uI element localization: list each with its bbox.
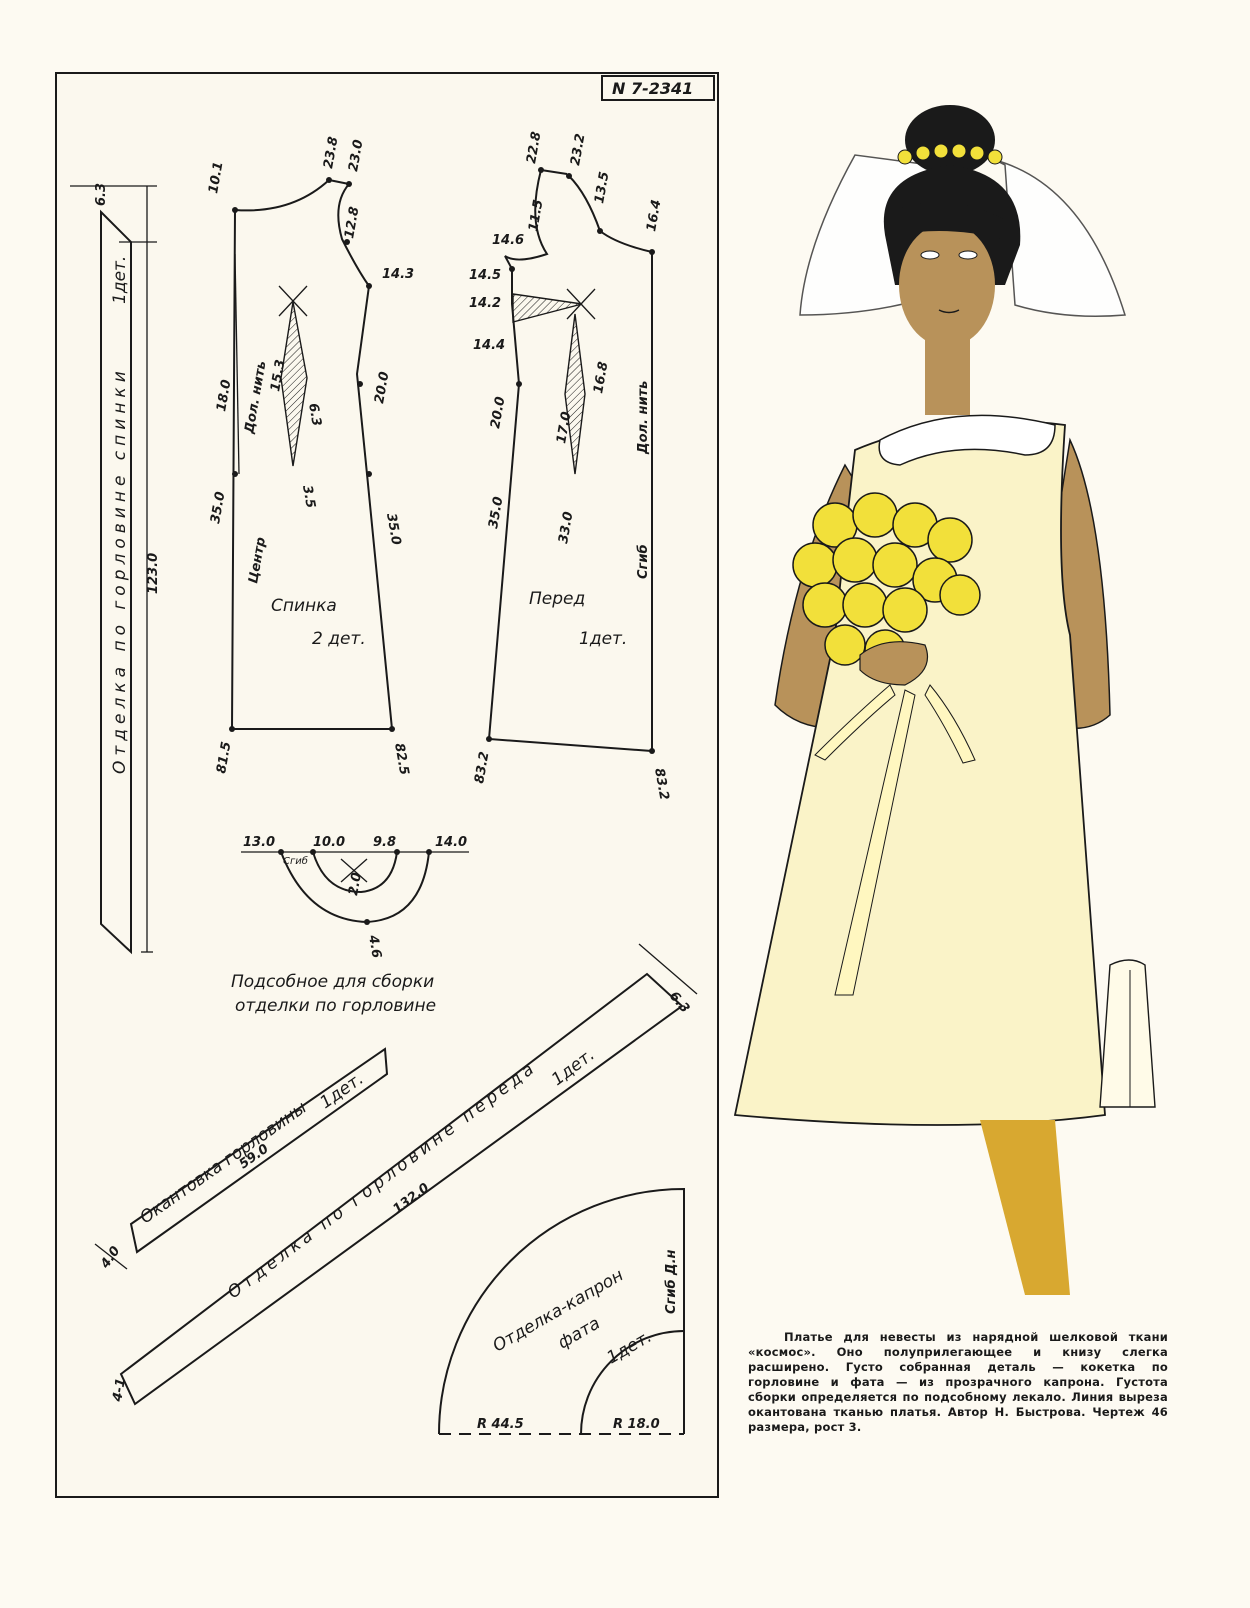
svg-text:83.2: 83.2 (651, 767, 671, 801)
svg-text:Сгиб Д.н: Сгиб Д.н (664, 1249, 679, 1314)
svg-text:33.0: 33.0 (556, 510, 576, 544)
veil-count: 1дет. (604, 1327, 656, 1368)
svg-text:20.0: 20.0 (372, 370, 392, 404)
svg-text:23.0: 23.0 (346, 138, 366, 172)
piece-back-trim: 6.3 123.0 Отделка по горловине спинки 1д… (70, 183, 161, 955)
face (899, 223, 995, 347)
front-piece-count: 1дет. (579, 629, 627, 649)
pattern-number-box: N 7-2341 (601, 75, 715, 101)
svg-text:82.5: 82.5 (391, 742, 411, 776)
svg-text:14.4: 14.4 (473, 338, 505, 353)
front-piece-name: Перед (529, 589, 585, 609)
description-caption: Платье для невесты из нарядной шелковой … (748, 1330, 1168, 1434)
eye-left (920, 250, 940, 260)
svg-text:13.5: 13.5 (592, 170, 612, 204)
svg-text:83.2: 83.2 (472, 750, 492, 784)
back-trim-count: 1дет. (110, 256, 130, 304)
front-trim-count: 1дет. (548, 1045, 599, 1090)
mouth (938, 309, 960, 314)
collar-ruffle (878, 414, 1056, 466)
front-grain-label: Дол. нить (636, 381, 651, 455)
svg-text:6.3: 6.3 (666, 989, 692, 1016)
back-grain-label: Дол. нить (242, 360, 270, 436)
svg-text:22.8: 22.8 (524, 130, 544, 164)
svg-text:10.1: 10.1 (206, 160, 226, 194)
svg-text:35.0: 35.0 (383, 512, 403, 546)
piece-helper: 13.0 10.0 9.8 14.0 2.0 4.6 Сгиб Подсобно… (231, 835, 469, 1016)
svg-text:13.0: 13.0 (243, 835, 275, 850)
back-center-label: Центр (246, 536, 269, 585)
svg-text:15.3: 15.3 (268, 358, 288, 392)
svg-text:6.3: 6.3 (305, 402, 324, 427)
pattern-draft: N 7-2341 6.3 123.0 Отделка по горловине … (70, 75, 715, 1435)
back-trim-length: 123.0 (146, 553, 161, 594)
bangs (895, 202, 1005, 240)
neck-binding-name: Окантовка горловины (136, 1098, 310, 1228)
eye-right (958, 250, 978, 260)
svg-text:16.4: 16.4 (644, 198, 664, 232)
bouquet-ribbon (814, 684, 976, 996)
svg-text:9.8: 9.8 (373, 835, 396, 850)
svg-text:18.0: 18.0 (214, 378, 234, 412)
pattern-draft-frame: N 7-2341 6.3 123.0 Отделка по горловине … (55, 72, 719, 1498)
piece-back: 10.1 23.8 23.0 12.8 14.3 18.0 15.3 6.3 2… (206, 135, 414, 776)
helper-title-2: отделки по горловине (235, 996, 436, 1016)
legs (980, 1120, 1070, 1295)
svg-text:14.3: 14.3 (382, 267, 414, 282)
back-view-sketch (1099, 959, 1156, 1108)
svg-text:23.2: 23.2 (568, 132, 588, 166)
svg-text:17.0: 17.0 (554, 410, 574, 444)
svg-text:4-1: 4-1 (110, 1377, 129, 1404)
back-trim-name: Отделка по горловине спинки (110, 366, 130, 774)
front-trim-name: Отделка по горловине переда (224, 1057, 541, 1303)
svg-text:3.5: 3.5 (299, 484, 318, 509)
flower-crown (897, 143, 1003, 165)
pattern-number: N 7-2341 (612, 79, 693, 98)
svg-text:14.5: 14.5 (469, 268, 501, 283)
svg-text:35.0: 35.0 (486, 495, 506, 529)
svg-text:4.6: 4.6 (365, 933, 384, 959)
hair-bun (905, 105, 995, 175)
svg-text:14.6: 14.6 (492, 233, 524, 248)
svg-text:R 44.5: R 44.5 (477, 1417, 524, 1432)
piece-front: 22.8 23.2 13.5 16.4 14.6 11.5 14.5 14.2 … (469, 130, 671, 801)
svg-text:35.0: 35.0 (208, 490, 228, 524)
front-fold-label: Сгиб (636, 544, 651, 579)
back-piece-name: Спинка (271, 596, 337, 616)
back-piece-count: 2 дет. (312, 629, 366, 649)
svg-text:14.2: 14.2 (469, 296, 501, 311)
svg-text:4.0: 4.0 (97, 1244, 123, 1272)
svg-text:20.0: 20.0 (488, 395, 508, 429)
svg-text:R 18.0: R 18.0 (613, 1417, 660, 1432)
back-trim-width: 6.3 (94, 183, 109, 206)
veil-right (994, 159, 1126, 317)
svg-text:Сгиб: Сгиб (283, 855, 308, 867)
svg-text:16.8: 16.8 (591, 360, 611, 394)
neck (925, 335, 970, 415)
svg-text:132.0: 132.0 (390, 1180, 432, 1217)
svg-text:11.5: 11.5 (526, 198, 546, 232)
svg-text:2.0: 2.0 (346, 871, 365, 896)
svg-text:81.5: 81.5 (214, 740, 234, 774)
hands (859, 641, 929, 686)
bride-illustration (725, 95, 1185, 1309)
helper-title-1: Подсобное для сборки (231, 972, 434, 992)
piece-neck-binding: 4.0 59.0 Окантовка горловины 1дет. (94, 1047, 389, 1272)
svg-text:14.0: 14.0 (435, 835, 467, 850)
svg-text:12.8: 12.8 (342, 205, 362, 239)
bride-drawing (733, 105, 1156, 1295)
svg-text:10.0: 10.0 (313, 835, 345, 850)
svg-text:23.8: 23.8 (321, 135, 341, 169)
piece-veil: R 44.5 R 18.0 Сгиб Д.н Отделка-капрон фа… (438, 1187, 685, 1435)
